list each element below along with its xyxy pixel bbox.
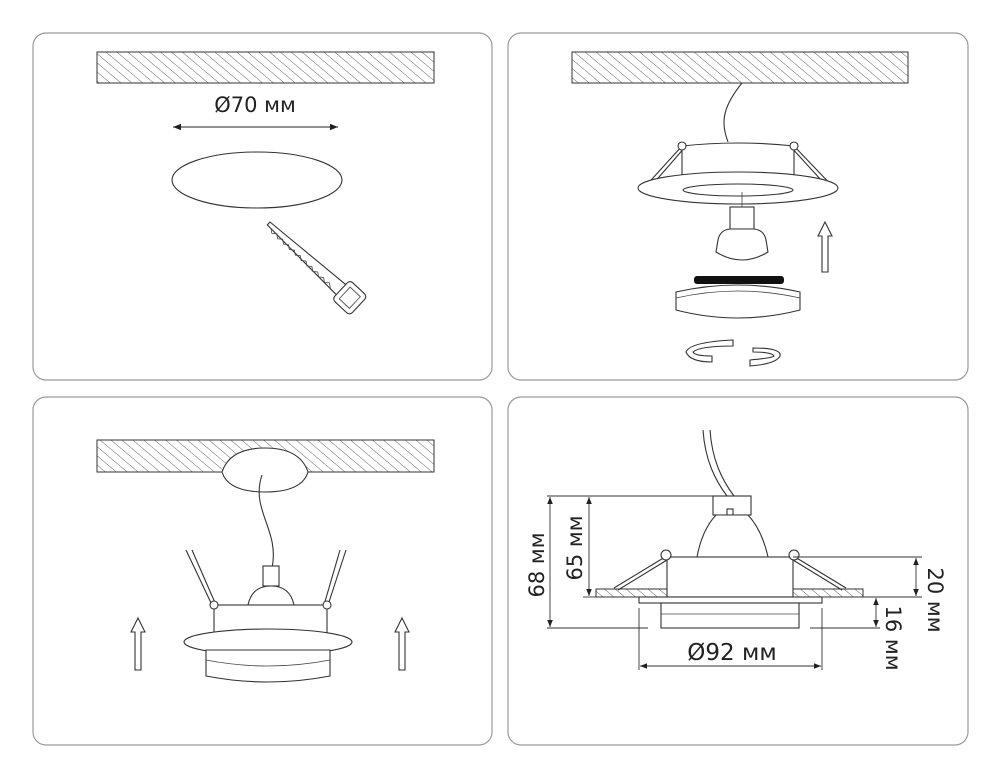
panel-step-1: Ø70 мм: [32, 32, 493, 381]
body-height-label: 65 мм: [563, 515, 587, 580]
diameter-label: Ø92 мм: [687, 640, 776, 666]
wire: [258, 474, 274, 569]
fixture-side-view: [595, 495, 864, 629]
fixture: [183, 549, 353, 683]
total-height-label: 68 мм: [525, 532, 549, 597]
dimension-lines: [547, 495, 922, 670]
arrow-up-icon: [130, 616, 146, 671]
decorative-ring: [675, 276, 801, 319]
rotate-icon: [685, 339, 781, 367]
panel-step-4: 68 мм 65 мм 20 мм 16 мм Ø92 мм: [507, 396, 969, 746]
ceiling-hole: [221, 447, 309, 493]
recess-depth-label: 20 мм: [923, 567, 947, 632]
visible-height-label: 16 мм: [881, 605, 905, 670]
hole-diameter-label: Ø70 мм: [214, 93, 296, 117]
panel-step-3: [32, 396, 493, 746]
fixture-housing: [637, 141, 839, 205]
wire: [723, 82, 743, 143]
ceiling: [571, 51, 909, 84]
arrow-up-icon: [394, 616, 410, 671]
hole: [171, 151, 343, 209]
arrow-up-icon: [817, 220, 833, 273]
saw-icon: [266, 221, 367, 315]
lamp-icon: [715, 192, 769, 261]
wire: [702, 429, 735, 497]
panel-step-2: [507, 32, 969, 381]
ceiling: [96, 51, 435, 84]
